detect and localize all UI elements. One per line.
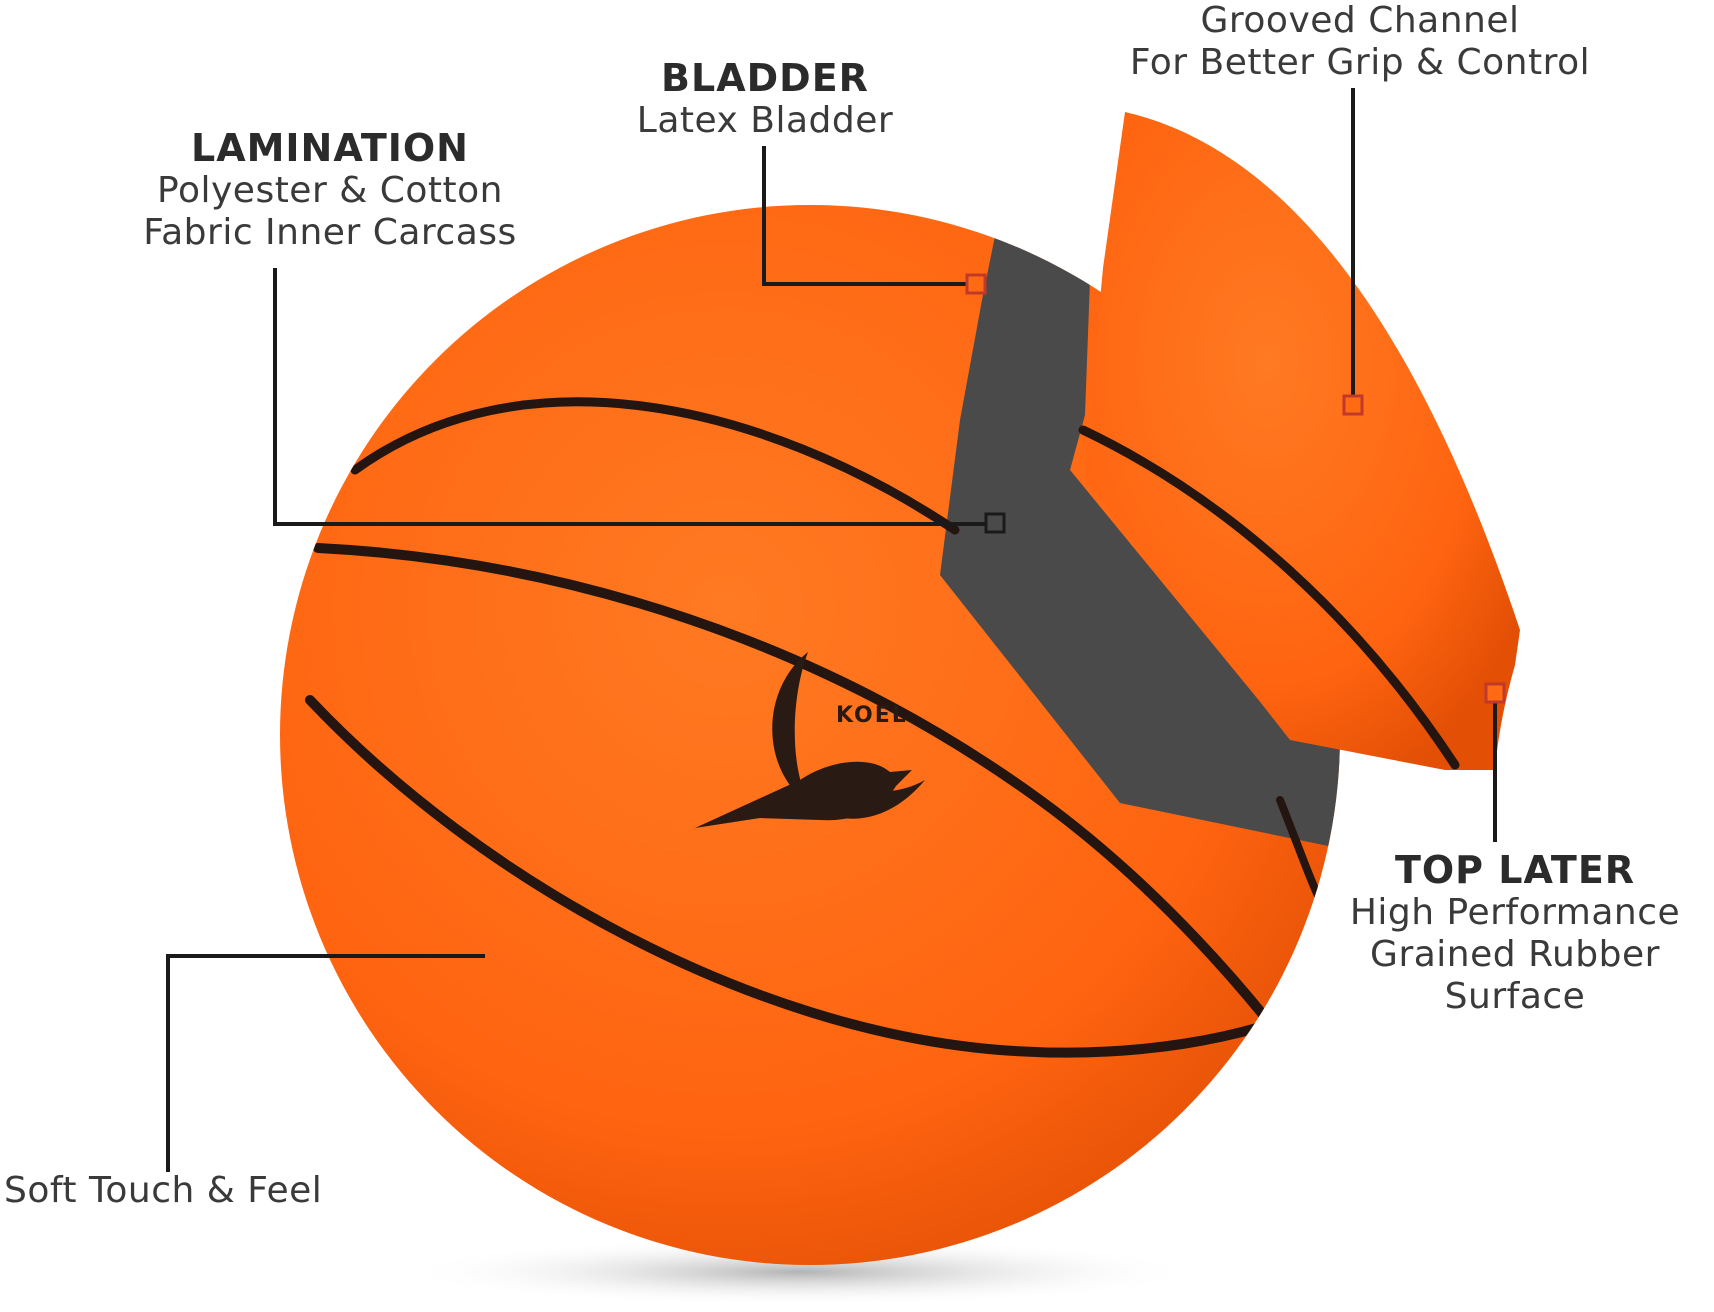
- koel-logo: KOEL: [695, 652, 925, 828]
- ball-seams: [305, 397, 1335, 1095]
- bladder-title: BLADDER: [661, 56, 869, 100]
- soft-touch-line-1: Soft Touch & Feel: [4, 1170, 323, 1211]
- callout-lamination: LAMINATION Polyester & Cotton Fabric Inn…: [100, 126, 560, 254]
- lamination-line-1: Polyester & Cotton: [157, 170, 503, 212]
- inner-carcass-layer: [940, 236, 1340, 848]
- lamination-title: LAMINATION: [190, 126, 469, 170]
- koel-crescent: [772, 652, 810, 805]
- top-layer-seams: [1078, 425, 1460, 770]
- marker-bladder: [965, 273, 987, 295]
- callout-grooved-channel: Grooved Channel For Better Grip & Contro…: [1060, 0, 1660, 84]
- koel-wing: [820, 780, 925, 819]
- callout-bladder: BLADDER Latex Bladder: [600, 56, 930, 142]
- leader-markers: [965, 273, 1506, 704]
- top-layer-line-2: Grained Rubber: [1370, 933, 1660, 975]
- lamination-line-2: Fabric Inner Carcass: [143, 211, 517, 253]
- grooved-line-2: For Better Grip & Control: [1129, 41, 1591, 83]
- top-layer-title: TOP LATER: [1394, 848, 1636, 892]
- koel-wordmark: KOEL: [836, 703, 908, 728]
- leader-lines: [166, 88, 1497, 1172]
- callout-top-layer: TOP LATER High Performance Grained Rubbe…: [1320, 848, 1710, 1017]
- ball-shadow: [400, 1238, 1200, 1306]
- marker-grooved: [1342, 394, 1364, 416]
- top-layer-line-3: Surface: [1444, 975, 1586, 1017]
- bladder-line-1: Latex Bladder: [636, 100, 894, 142]
- marker-lamination: [984, 512, 1006, 534]
- callout-soft-touch: Soft Touch & Feel: [4, 1170, 404, 1212]
- marker-top-layer: [1484, 682, 1506, 704]
- top-layer-line-1: High Performance: [1349, 892, 1681, 934]
- ball-body: [280, 205, 1340, 1265]
- top-layer-panel: [1085, 112, 1520, 770]
- grooved-line-1: Grooved Channel: [1200, 0, 1520, 41]
